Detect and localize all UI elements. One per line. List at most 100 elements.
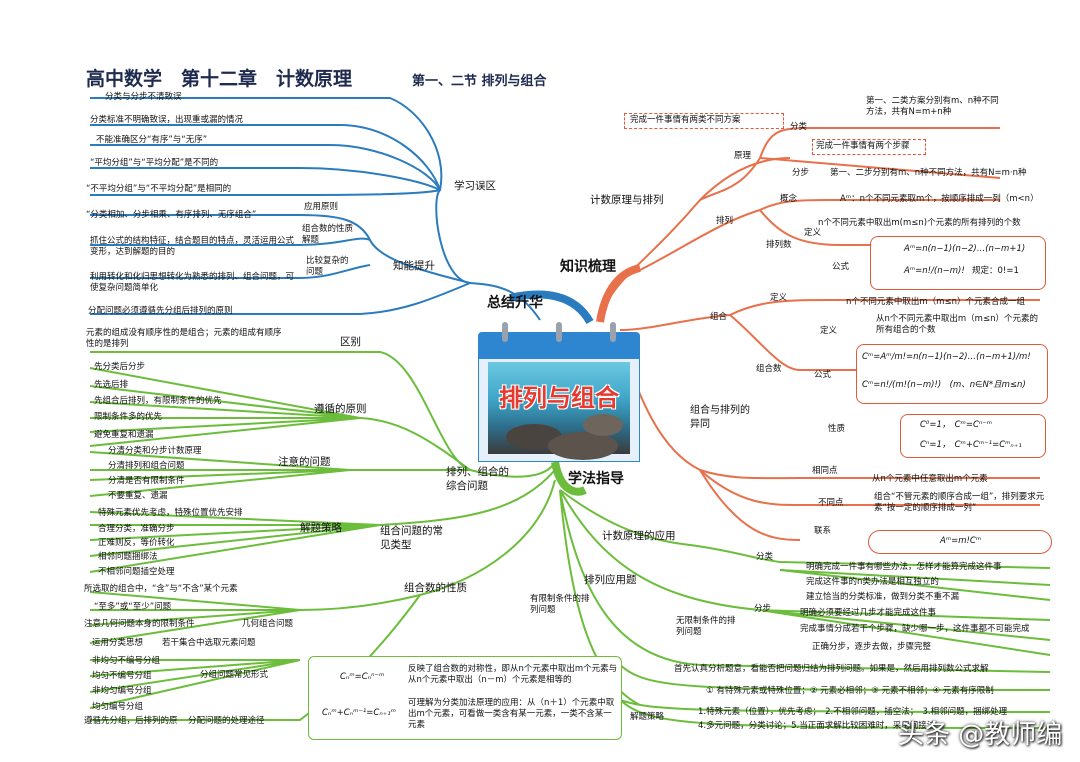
- combo-props-box: [308, 656, 622, 740]
- grouping-item: 均匀编号分组: [92, 702, 144, 712]
- app-limited: 有限制条件的排列问题: [530, 594, 590, 615]
- app-unlimited-text: 首先认真分析题意，看能否把问题归结为排列问题。如果是，然后用排列数公式求解: [674, 664, 989, 674]
- attention-item: 分清是否有限制条件: [108, 476, 185, 486]
- error-item: “不平均分组”与“不平均分配”是相同的: [86, 184, 232, 194]
- node-combo-types: 组合问题的常见类型: [380, 525, 443, 551]
- error-item: 分类与分步不清致误: [105, 92, 182, 102]
- app-fenbu-item: 完成事情分成若干个步骤，缺少哪一步，这件事都不可能完成: [800, 624, 1030, 634]
- ability-text: 利用转化和化归思想转化为熟悉的排列、组合问题，可使复杂问题简单化: [90, 272, 295, 293]
- node-strategies: 解题策略: [300, 522, 342, 534]
- node-principle: 原理: [734, 151, 752, 161]
- combo-type-item: “至多”或“至少”问题: [94, 602, 172, 612]
- error-item: 不能准确区分“有序”与“无序”: [96, 135, 208, 145]
- comb-cdef: 定义: [820, 326, 838, 336]
- branch-zhishi: 知识梳理: [560, 259, 616, 275]
- combo-formula-text: 反映了组合数的对称性，即从n个元素中取出m个元素与从n个元素中取出（n－m）个元…: [408, 664, 618, 685]
- comb-formula-2: Cᵐ=n!/(m!(n−m)!) (m、n∈N*且m≤n): [862, 380, 1026, 390]
- ability-sub-label: 组合数的性质解题: [302, 224, 354, 245]
- error-item: “平均分组”与“平均分配”是不同的: [90, 158, 219, 168]
- strategy-item: 相邻问题捆绑法: [98, 552, 158, 562]
- calendar-ring-icon: [502, 322, 508, 342]
- node-attention: 注意的问题: [278, 456, 331, 468]
- combo-type-item: 运用分类思想: [92, 638, 144, 648]
- principle-item: 限制条件多的优先: [94, 412, 163, 422]
- calendar-ring-icon: [610, 322, 616, 342]
- comb-prop: 性质: [828, 424, 846, 434]
- comb-def: 定义: [770, 293, 788, 303]
- branch-zongjie: 总结升华: [487, 295, 543, 311]
- combo-formula: Cₙᵐ=Cₙⁿ⁻ᵐ: [340, 672, 385, 682]
- diff-link-box: [868, 530, 1052, 554]
- strategy-item: 合理分类，准确分步: [98, 524, 175, 534]
- ability-sub-label: 比较复杂的问题: [306, 256, 349, 277]
- app-fenlei-item: 完成这件事的n类办法是相互独立的: [806, 577, 939, 587]
- grouping-item: 非均匀编号分组: [92, 686, 152, 696]
- perm-count: 排列数: [766, 240, 792, 250]
- combo-formula: Cₙᵐ+Cₙᵐ⁻¹=Cₙ₊₁ᵐ: [322, 708, 396, 718]
- app-strategy: 解题策略: [630, 712, 665, 722]
- diff-same: 相同点: [812, 466, 838, 476]
- comb-formula: 公式: [814, 370, 832, 380]
- app-cases: ① 有特殊元素或特殊位置；② 元素必相邻；③ 元素不相邻；④ 元素有序限制: [706, 686, 994, 696]
- node-permutation: 排列: [716, 216, 734, 226]
- combo-type-item: 所选取的组合中，“含”与“不含”某个元素: [84, 584, 238, 594]
- grouping-text: 分配问题的处理途径: [188, 716, 265, 726]
- node-ability: 知能提升: [393, 260, 435, 272]
- principle-fenbu: 分步: [792, 168, 810, 178]
- watermark: 头条 @教师编: [898, 720, 1063, 750]
- diff-diff: 不同点: [818, 498, 844, 508]
- combo-type-item: 注意几何问题本身的限制条件: [84, 619, 195, 629]
- attention-item: 不要重复、遗漏: [108, 491, 168, 501]
- principle-item: 先选后排: [94, 380, 129, 390]
- node-combination: 组合: [710, 312, 728, 322]
- app-fenlei: 分类: [756, 552, 774, 562]
- diff-link-text: Aᵐ=m!Cᵐ: [940, 536, 982, 546]
- ability-text: 抓住公式的结构特征，结合题目的特点，灵活运用公式变形，达到解题的目的: [90, 236, 295, 257]
- node-combo-props: 组合数的性质: [404, 582, 467, 594]
- fenlei-note-box: [624, 113, 784, 129]
- principle-item: 避免重复和遗漏: [94, 430, 154, 440]
- page-title: 高中数学 第十二章 计数原理: [86, 68, 353, 90]
- perm-formula-note: 规定：0!=1: [972, 266, 1019, 276]
- node-principles: 遵循的原则: [314, 403, 367, 415]
- comb-formula-box: [856, 344, 1048, 404]
- distinction-text: 元素的组成没有顺序性的是组合；元素的组成有顺序性的是排列: [86, 328, 282, 349]
- strategy-item: 特殊元素优先考虑，特殊位置优先安排: [98, 508, 243, 518]
- node-application: 计数原理的应用: [602, 530, 676, 542]
- grouping-item: 均匀不编号分组: [92, 671, 152, 681]
- perm-def: 定义: [804, 228, 822, 238]
- diff-diff-text: 组合“不管元素的顺序合成一组”，排列要求元素“按一定的顺序排成一列”: [874, 492, 1045, 513]
- perm-concept-text: Aᵐ：n个不同元素取m个，按顺序排成一列（m<n）: [840, 194, 1039, 204]
- strategy-item: 正难则反，等价转化: [98, 538, 175, 548]
- calendar-ring-icon: [556, 322, 562, 342]
- app-unlimited: 无限制条件的排列问题: [676, 616, 736, 637]
- perm-formula-box: [870, 236, 1046, 290]
- ability-text: “分类相加、分步相乘、有序排列、无序组合”: [86, 210, 257, 220]
- principle-fenlei-text: 第一、二类方案分别有m、n种不同方法，共有N=m+n种: [866, 96, 999, 117]
- grouping-item: 非均匀不编号分组: [92, 656, 161, 666]
- principle-fenlei-note: 完成一件事情有两类不同方案: [630, 115, 741, 125]
- node-pa: 排列应用题: [584, 574, 637, 586]
- principle-item: 先分类后分步: [94, 362, 146, 372]
- branch-xuefa: 学法指导: [568, 471, 624, 487]
- comb-prop-box: [900, 414, 1046, 458]
- perm-formula-2: Aᵐ=n!/(n−m)!: [904, 266, 965, 276]
- ability-sub-label: 应用原则: [304, 202, 339, 212]
- combo-type-item: 若干集合中选取元素问题: [162, 638, 256, 648]
- comb-cdef-text: 从n个不同元素中取出m（m≤n）个元素的所有组合的个数: [876, 314, 1038, 335]
- ability-text: 分配问题必须遵循先分组后排列的原则: [88, 306, 233, 316]
- app-strategy-item: 1.特殊元素（位置），优先考虑； 2.不相邻问题，插空法； 3.相邻问题，捆绑处…: [698, 707, 1008, 717]
- node-distinction: 区别: [340, 336, 361, 348]
- stones-image: [488, 362, 630, 460]
- app-fenbu-item: 正确分步，逐步去做，步骤完整: [812, 642, 932, 652]
- principle-fenlei: 分类: [790, 122, 808, 132]
- comb-def-text: n个不同元素中取出m（m≤n）个元素合成一组: [846, 297, 1025, 307]
- comb-formula-1: Cᵐ=Aᵐ/m!=n(n−1)(n−2)…(n−m+1)/m!: [862, 352, 1031, 362]
- perm-def-text: n个不同元素中取出m(m≤n)个元素的所有排列的个数: [818, 218, 1021, 228]
- node-comprehensive: 排列、组合的综合问题: [446, 466, 509, 492]
- node-diff: 组合与排列的异同: [690, 405, 750, 430]
- perm-concept: 概念: [780, 194, 798, 204]
- center-caption: 排列与组合: [499, 384, 619, 412]
- perm-formula: 公式: [832, 262, 850, 272]
- principle-fenbu-text: 第一、二步分别有m、n种不同方法，共有N=m·n种: [830, 168, 1027, 178]
